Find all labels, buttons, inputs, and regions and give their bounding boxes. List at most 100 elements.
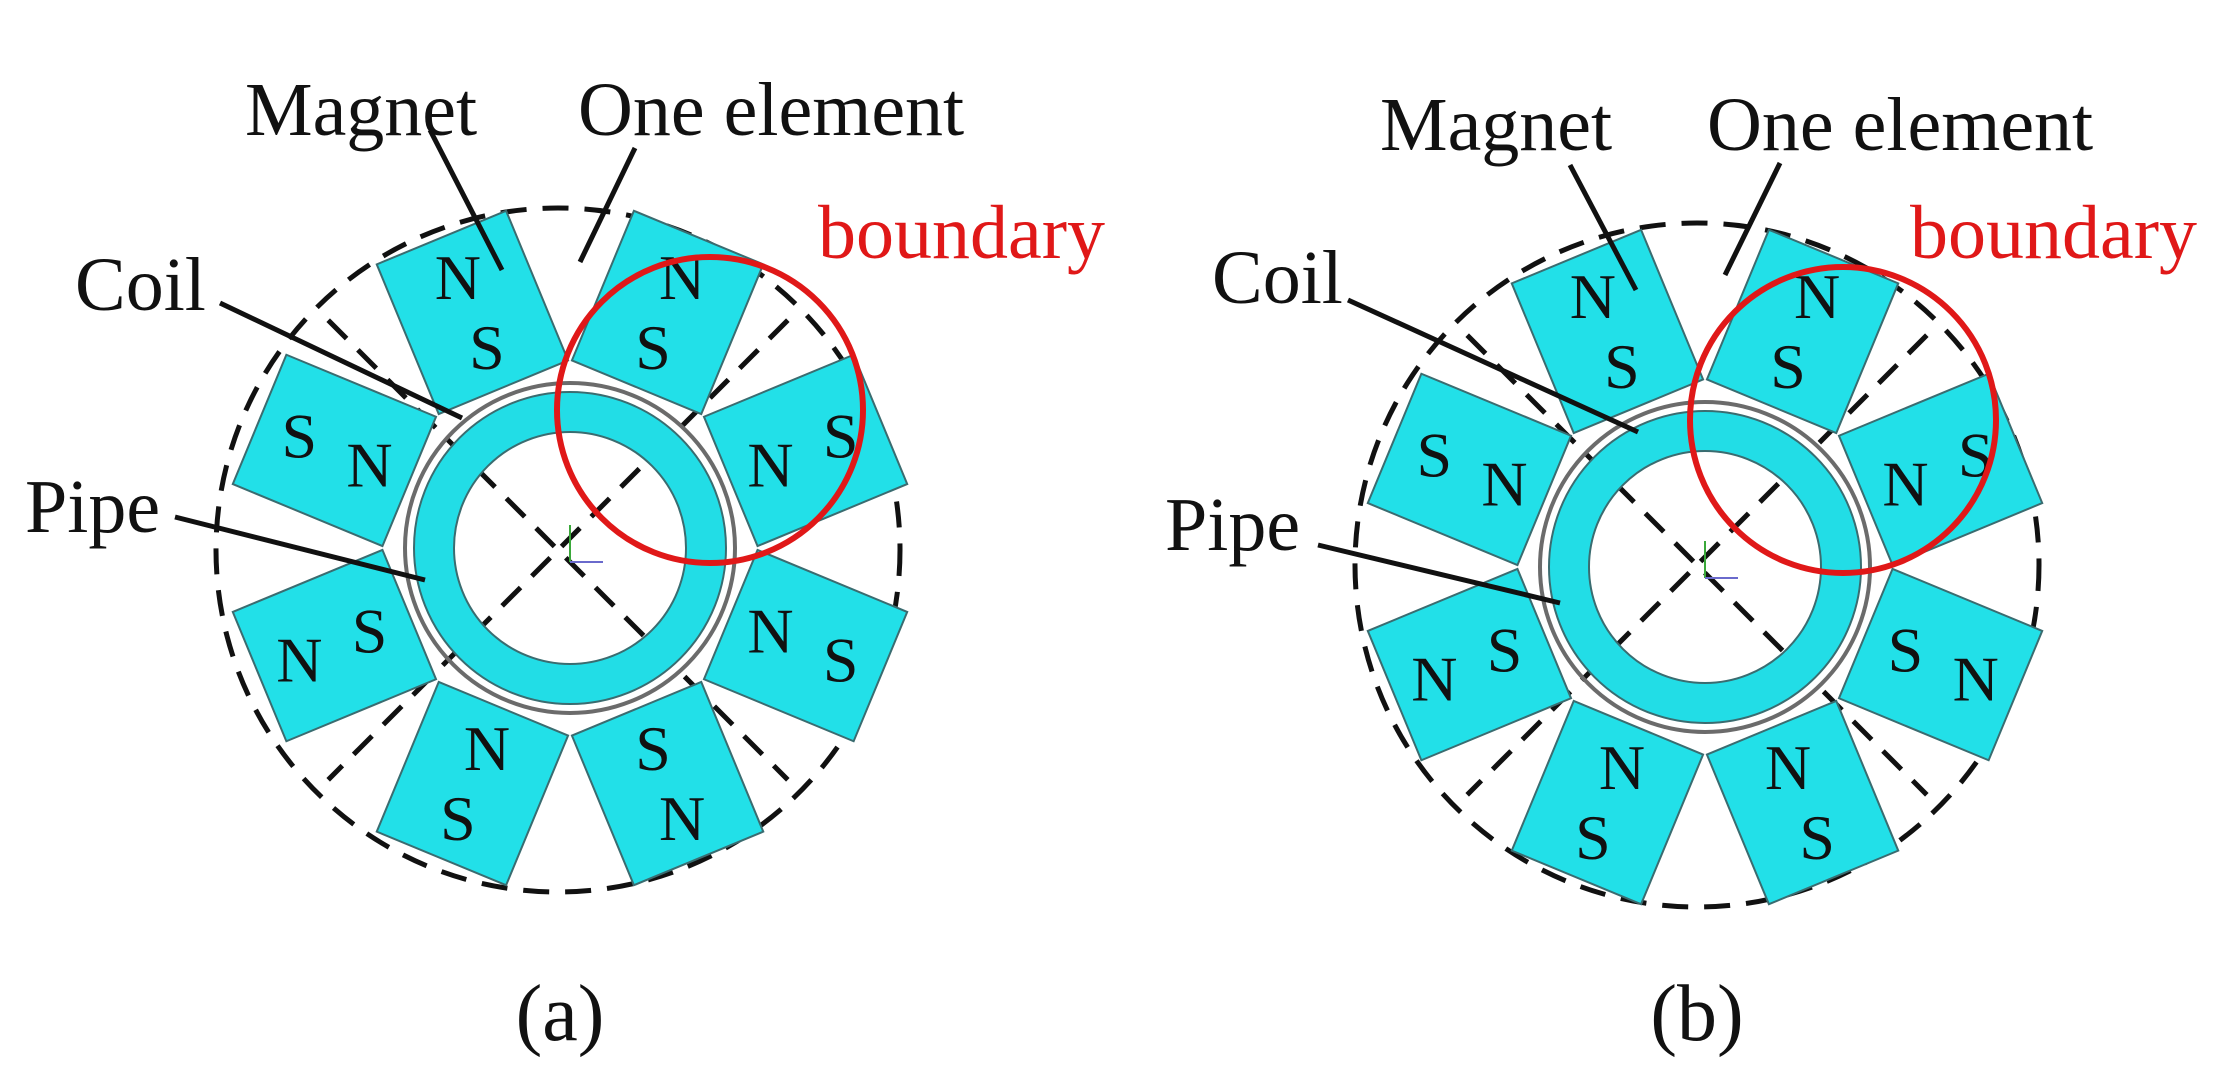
magnet-block [1510,699,1705,906]
pipe-inner-edge [453,431,687,665]
inner-pole-label: N [1882,448,1928,519]
inner-pole-label: N [1765,732,1811,803]
boundary-label: boundary [1910,191,2197,275]
outer-pole-label: S [440,783,476,854]
outer-pole-label: N [659,242,705,313]
magnet-rect [1366,372,1573,567]
inner-pole-label: N [346,429,392,500]
inner-pole-label: S [1604,331,1640,402]
magnet-rect [702,548,909,743]
outer-pole-label: N [1570,261,1616,332]
inner-pole-label: S [635,713,671,784]
magnet-block [570,209,765,416]
coil-leader-line [218,300,464,421]
magnet-rect [1837,567,2044,762]
boundary-label: boundary [818,191,1105,275]
magnet-rect [1837,372,2044,567]
one-element-leader-line [1722,161,1783,277]
outer-pole-label: S [1799,802,1835,873]
panel-caption: (b) [1650,970,1743,1058]
inner-pole-label: N [464,713,510,784]
inner-pole-label: S [469,312,505,383]
outer-pole-label: N [1411,644,1457,715]
inner-pole-label: S [1770,331,1806,402]
pipe-leader-line [174,514,426,583]
magnet-rect [570,209,765,416]
outer-pole-label: S [282,400,318,471]
magnet-block [375,209,570,416]
element-divider-lines [326,318,790,782]
magnet-block [1510,228,1705,435]
outer-pole-label: N [276,625,322,696]
element-divider-lines [1465,333,1929,797]
coil-ring [403,381,737,715]
magnet-rect [702,353,909,548]
outer-pole-label: N [1953,644,1999,715]
coil-label: Coil [1212,236,1343,320]
magnet-leader-line [427,128,505,272]
divider-line [326,318,790,782]
magnet-rect [375,680,570,887]
magnet-block [702,353,909,548]
pipe-outer-edge [1548,410,1862,724]
magnet-block [1705,699,1900,906]
magnet-rect [231,353,438,548]
magnet-block [1837,567,2044,762]
axis-triad-icon [569,525,603,563]
pipe-leader-line [1317,542,1561,606]
divider-line [326,318,790,782]
magnet-rect [570,680,765,887]
inner-pole-label: N [1481,448,1527,519]
one-element-label: One element [1707,83,2093,167]
magnet-rect [1366,567,1573,762]
magnet-rect [231,548,438,743]
magnet-block [1366,372,1573,567]
magnet-block [702,548,909,743]
inner-pole-label: N [1599,732,1645,803]
coil-leader-line [1346,297,1640,435]
divider-line [1465,333,1929,797]
magnet-block [1837,372,2044,567]
magnet-block [231,353,438,548]
magnet-leader-line [1567,163,1639,292]
inner-pole-label: S [1888,615,1924,686]
magnet-block [1366,567,1573,762]
outer-pole-label: N [435,242,481,313]
inner-pole-label: N [747,596,793,667]
magnet-block [375,680,570,887]
pipe-ring [1549,411,1861,723]
pipe-inner-edge [1588,450,1822,684]
panel-caption: (a) [516,970,605,1058]
inner-pole-label: S [635,312,671,383]
magnet-rect [1705,699,1900,906]
outer-dashed-circle [1352,220,2042,910]
boundary-circle [1687,264,1999,576]
inner-pole-label: S [1487,615,1523,686]
one-element-label: One element [578,68,964,152]
magnet-rect [1705,228,1900,435]
pipe-label: Pipe [25,465,160,549]
magnet-block [1705,228,1900,435]
magnet-label: Magnet [245,68,477,152]
outer-pole-label: N [659,783,705,854]
pipe-ring [414,392,726,704]
coil-label: Coil [75,243,206,327]
axis-triad-icon [1704,541,1738,579]
outer-pole-label: S [1417,419,1453,490]
magnet-rect [375,209,570,416]
pipe-label: Pipe [1165,483,1300,567]
magnet-rect [1510,228,1705,435]
magnet-rect [1510,699,1705,906]
divider-line [1465,333,1929,797]
outer-dashed-circle [213,205,903,895]
magnet-label: Magnet [1380,83,1612,167]
coil-ring [1538,400,1872,734]
one-element-leader-line [577,146,638,264]
boundary-circle [554,254,866,566]
outer-pole-label: S [1958,419,1994,490]
